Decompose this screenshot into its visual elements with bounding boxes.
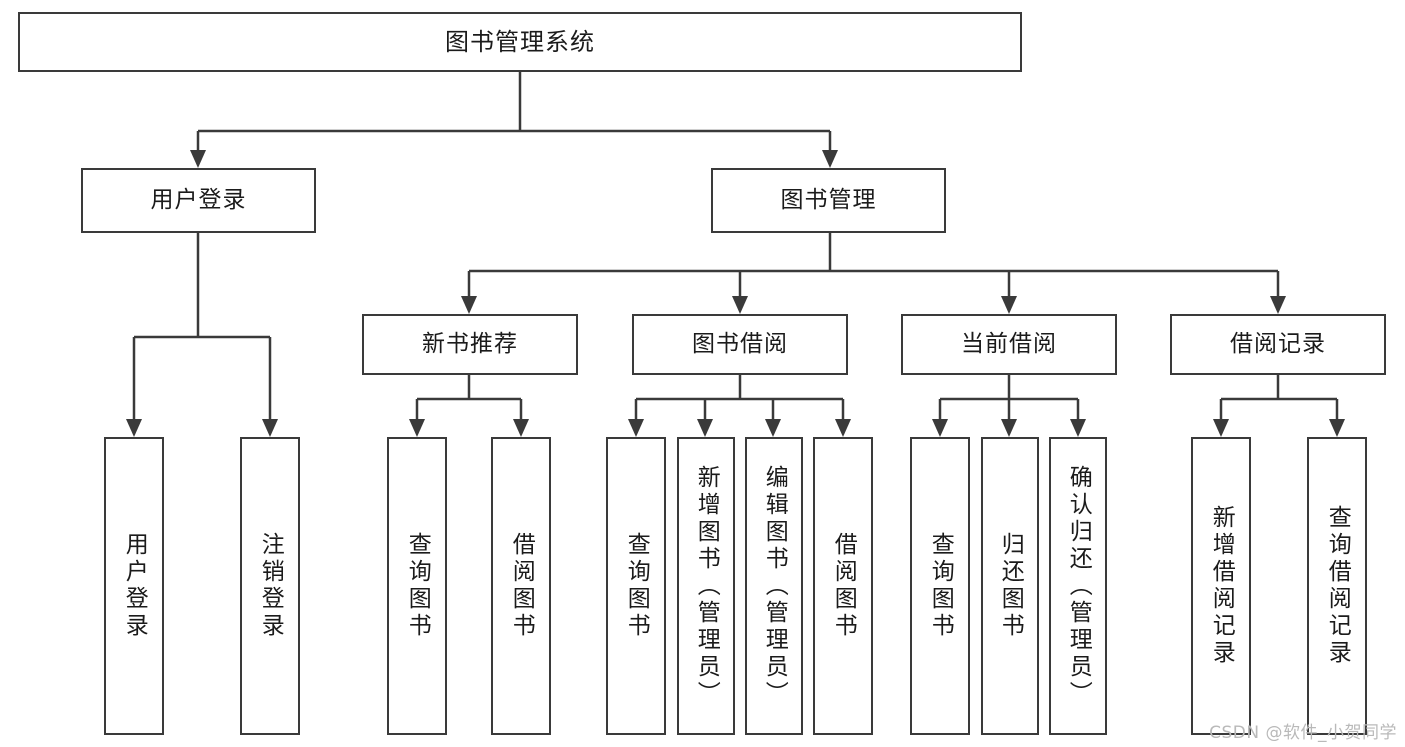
node-user-login[interactable]: 用户登录 [81, 168, 316, 233]
node-new-book-recommend-label: 新书推荐 [422, 330, 518, 357]
leaf-label: 查询图书 [927, 532, 954, 640]
node-book-management-label: 图书管理 [780, 186, 877, 213]
leaf-label: 借阅图书 [508, 532, 535, 640]
leaf-new-book-borrow[interactable]: 借阅图书 [491, 437, 551, 735]
leaf-book-borrow-add[interactable]: 新增图书（管理员） [677, 437, 735, 735]
leaf-book-borrow-query[interactable]: 查询图书 [606, 437, 666, 735]
leaf-label: 用户登录 [121, 532, 148, 640]
leaf-new-book-query[interactable]: 查询图书 [387, 437, 447, 735]
node-root[interactable]: 图书管理系统 [18, 12, 1022, 72]
node-root-label: 图书管理系统 [445, 27, 595, 56]
leaf-book-borrow-borrow[interactable]: 借阅图书 [813, 437, 873, 735]
leaf-label: 查询图书 [623, 532, 650, 640]
leaf-user-login-logout[interactable]: 注销登录 [240, 437, 300, 735]
leaf-label: 查询借阅记录 [1324, 505, 1351, 667]
leaf-label: 归还图书 [997, 532, 1024, 640]
csdn-watermark: CSDN @软件_小贺同学 [1209, 723, 1397, 743]
node-current-borrow-label: 当前借阅 [961, 330, 1057, 357]
node-book-borrow[interactable]: 图书借阅 [632, 314, 848, 375]
leaf-current-borrow-return[interactable]: 归还图书 [981, 437, 1039, 735]
node-borrow-record-label: 借阅记录 [1230, 330, 1326, 357]
node-user-login-label: 用户登录 [150, 186, 247, 213]
leaf-label: 查询图书 [404, 532, 431, 640]
node-current-borrow[interactable]: 当前借阅 [901, 314, 1117, 375]
leaf-borrow-record-add[interactable]: 新增借阅记录 [1191, 437, 1251, 735]
leaf-label: 新增借阅记录 [1208, 505, 1235, 667]
leaf-label: 注销登录 [257, 532, 284, 640]
node-book-management[interactable]: 图书管理 [711, 168, 946, 233]
leaf-current-borrow-query[interactable]: 查询图书 [910, 437, 970, 735]
leaf-borrow-record-query[interactable]: 查询借阅记录 [1307, 437, 1367, 735]
leaf-label: 确认归还（管理员） [1065, 464, 1092, 708]
leaf-user-login-login[interactable]: 用户登录 [104, 437, 164, 735]
leaf-label: 新增图书（管理员） [693, 464, 720, 708]
node-borrow-record[interactable]: 借阅记录 [1170, 314, 1386, 375]
node-book-borrow-label: 图书借阅 [692, 330, 788, 357]
leaf-current-borrow-confirm[interactable]: 确认归还（管理员） [1049, 437, 1107, 735]
leaf-label: 借阅图书 [830, 532, 857, 640]
leaf-label: 编辑图书（管理员） [761, 464, 788, 708]
node-new-book-recommend[interactable]: 新书推荐 [362, 314, 578, 375]
leaf-book-borrow-edit[interactable]: 编辑图书（管理员） [745, 437, 803, 735]
